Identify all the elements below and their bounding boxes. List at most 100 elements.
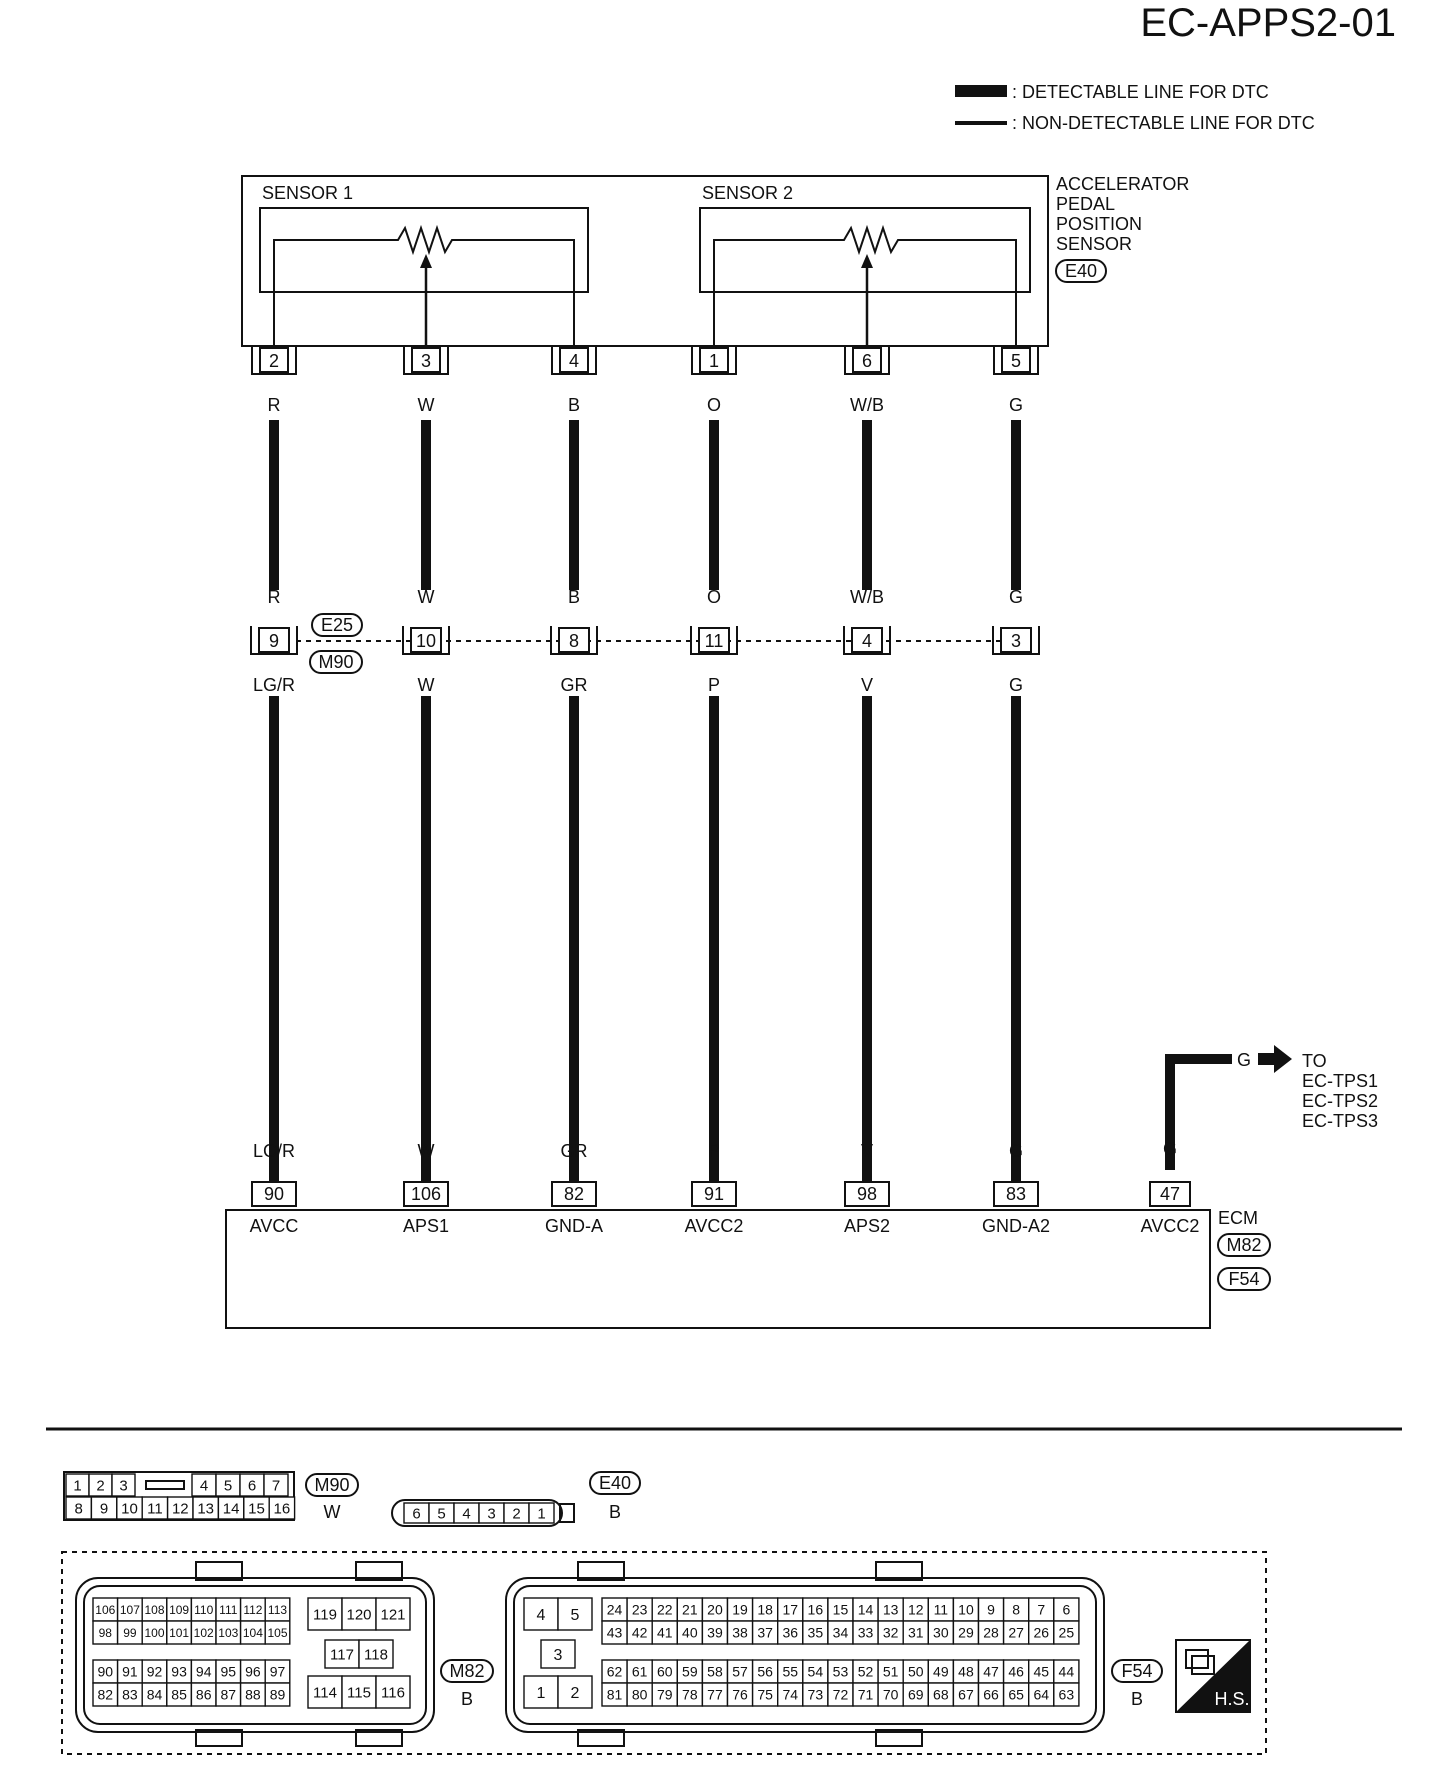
intermediate-pin: 9: [250, 626, 298, 655]
sensor-connector-id: E40: [1065, 261, 1097, 281]
f54-pin: 3: [554, 1647, 563, 1664]
wire-color-ecm: G: [1009, 1141, 1023, 1161]
m82-pin: 100: [144, 1626, 164, 1640]
intermediate-pin: 3: [992, 626, 1040, 655]
f54-pin: 46: [1008, 1664, 1024, 1680]
f54-pin: 37: [757, 1625, 773, 1641]
f54-pin: 62: [607, 1664, 623, 1680]
m82-pin: 104: [243, 1626, 263, 1640]
ecm-pin-box: [844, 1181, 890, 1207]
f54-pin: 69: [908, 1687, 924, 1703]
m90-pin: 16: [274, 1500, 291, 1517]
f54-pin: 51: [883, 1664, 899, 1680]
f54-pin: 49: [933, 1664, 949, 1680]
f54-pin: 27: [1008, 1625, 1024, 1641]
f54-pin: 65: [1008, 1687, 1024, 1703]
m82-pin: 111: [219, 1603, 238, 1617]
m82-pin: 87: [221, 1687, 237, 1703]
f54-pin: 58: [707, 1664, 723, 1680]
m90-face-label: M90: [314, 1475, 349, 1495]
f54-pin: 20: [707, 1602, 723, 1618]
ecm-signal: APS1: [403, 1216, 449, 1236]
sensor-pin: 3: [403, 346, 449, 375]
f54-pin: 30: [933, 1625, 949, 1641]
legend-detectable-text: : DETECTABLE LINE FOR DTC: [1012, 82, 1269, 102]
wire-color-mid-bottom: V: [861, 675, 873, 695]
f54-pin: 32: [883, 1625, 899, 1641]
legend-non-detectable-text: : NON-DETECTABLE LINE FOR DTC: [1012, 113, 1315, 133]
f54-pin: 61: [632, 1664, 648, 1680]
f54-face-badge: [1111, 1659, 1163, 1683]
m82-pin: 105: [267, 1626, 287, 1640]
f54-pin: 12: [908, 1602, 924, 1618]
f54-pin: 23: [632, 1602, 648, 1618]
sensor-pin: 6: [844, 346, 890, 375]
m90-pin: 14: [223, 1500, 240, 1517]
m90-pin: 2: [96, 1477, 104, 1494]
f54-pin: 41: [657, 1625, 673, 1641]
m90-label: M90: [318, 652, 353, 672]
m82-pin: 102: [194, 1626, 214, 1640]
f54-pin: 76: [732, 1687, 748, 1703]
f54-pin: 42: [632, 1625, 648, 1641]
ecm-m82-badge: [1217, 1233, 1271, 1257]
f54-pin: 14: [858, 1602, 874, 1618]
sensor-name-line-1: ACCELERATOR: [1056, 174, 1189, 194]
m82-pin: 106: [95, 1603, 115, 1617]
m82-pin: 91: [122, 1664, 138, 1680]
f54-pin: 43: [607, 1625, 623, 1641]
extra-wire-to-line-3: EC-TPS2: [1302, 1091, 1378, 1111]
e25-badge: [311, 613, 363, 637]
sensor1-element: [259, 207, 589, 293]
f54-pin: 21: [682, 1602, 698, 1618]
ecm-signal: AVCC: [250, 1216, 299, 1236]
ecm-signal-47: AVCC2: [1141, 1216, 1200, 1236]
f54-pin: 77: [707, 1687, 723, 1703]
sensor-pin: 1: [691, 346, 737, 375]
e40-pin: 6: [412, 1505, 420, 1522]
f54-pin: 47: [983, 1664, 999, 1680]
ecm-pin-47: 47: [1160, 1184, 1180, 1204]
m82-pin: 120: [346, 1606, 371, 1623]
f54-pin: 36: [782, 1625, 798, 1641]
m82-pin: 103: [218, 1626, 238, 1640]
f54-pin: 22: [657, 1602, 673, 1618]
wire-color-mid-top: G: [1009, 587, 1023, 607]
intermediate-pin-number: 8: [569, 631, 579, 651]
ecm-pin: 91: [704, 1184, 724, 1204]
m82-pin: 118: [364, 1646, 388, 1663]
m90-badge: [309, 650, 363, 674]
f54-pin: 28: [983, 1625, 999, 1641]
m82-pin: 89: [270, 1687, 286, 1703]
e40-latch: [559, 1503, 575, 1523]
extra-wire-path: [1165, 1054, 1232, 1170]
f54-pin: 40: [682, 1625, 698, 1641]
ecm-pin-box: [251, 1181, 297, 1207]
f54-pin: 7: [1037, 1602, 1045, 1618]
m82-pin: 96: [245, 1664, 261, 1680]
extra-wire-arrow-icon: [1258, 1045, 1292, 1073]
ecm-signal: GND-A: [545, 1216, 603, 1236]
f54-pin: 34: [833, 1625, 849, 1641]
ecm-pin-box: [403, 1181, 449, 1207]
e40-pin: 3: [487, 1505, 495, 1522]
wire-color-top: O: [707, 395, 721, 415]
f54-pin: 54: [808, 1664, 824, 1680]
legend-detectable-swatch: [955, 85, 1007, 97]
sensor-housing: [241, 175, 1049, 347]
sensor-pin: 4: [551, 346, 597, 375]
wire-color-mid-top: R: [268, 587, 281, 607]
diagram-code: EC-APPS2-01: [1140, 1, 1396, 45]
sensor-pin-number: 6: [862, 351, 872, 371]
ecm-pin: 83: [1006, 1184, 1026, 1204]
extra-wire-to-line-1: TO: [1302, 1051, 1327, 1071]
hs-badge: H.S.: [1175, 1639, 1251, 1713]
extra-wire: G G TO EC-TPS1 EC-TPS2 EC-TPS3 47 AVCC2: [1141, 1045, 1378, 1236]
f54-pin: 2: [571, 1685, 580, 1702]
ecm-connectors-outline: [61, 1551, 1267, 1755]
intermediate-pin-number: 11: [705, 631, 724, 651]
